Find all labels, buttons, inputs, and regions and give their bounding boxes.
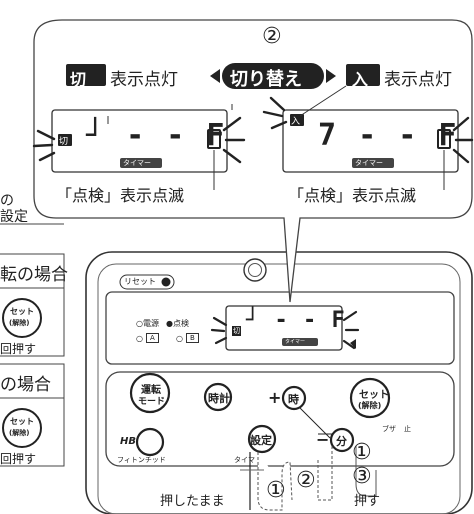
row2-button-line2: (解除) [9, 429, 30, 437]
led-a: ○ [136, 334, 143, 343]
left-display-blink-right [222, 116, 246, 164]
row2-button-line1: セット [10, 417, 34, 426]
switch-label: 切り替え [230, 69, 302, 90]
mode-button-shape [129, 372, 171, 414]
right-arrow [326, 69, 336, 83]
timer-small-label: タイマ [234, 456, 255, 464]
left-fragment-line2: 設定 [0, 209, 28, 225]
row1-button-line1: セット [10, 307, 34, 316]
right-display-icon: 入 [291, 117, 301, 127]
on-label: 表示点灯 [384, 70, 452, 90]
mode-button-line1[interactable]: 運転 [141, 385, 161, 396]
hour-button-shape [281, 385, 307, 411]
remote-lcd-blink-right [342, 310, 360, 350]
left-display-digits: ┘ - - F [86, 118, 227, 153]
left-fragment-line1: の [0, 193, 14, 209]
mode-button-line2[interactable]: モード [138, 397, 166, 407]
switch-pill [222, 63, 324, 89]
min-button[interactable]: 分 [336, 435, 347, 448]
set-button-line2[interactable]: (解除) [358, 401, 382, 410]
led-b: ○ [176, 334, 183, 343]
right-display-timer: タイマー [355, 159, 383, 167]
left-display-timer: タイマー [123, 159, 151, 167]
off-tag-box [66, 64, 106, 86]
right-display-blink-left [262, 96, 288, 130]
right-display-blink-right [452, 116, 474, 164]
row2-header: の場合 [0, 375, 51, 395]
settei-button[interactable]: 設定 [250, 434, 272, 447]
min-button-shape [329, 427, 355, 453]
stop-small-label: 止 [404, 425, 411, 433]
remote-display-digits: ┘ - - F [246, 308, 346, 333]
set-button-line1[interactable]: セット [359, 390, 389, 401]
remote-hole [243, 258, 267, 282]
hour-button[interactable]: 時 [288, 393, 299, 406]
step1-right-marker: ① [352, 440, 372, 465]
led-power: ○電源 [136, 319, 159, 328]
right-display-digits: 7 - - F [318, 118, 459, 153]
led-b-tag: B [186, 333, 199, 343]
step2-marker: ② [296, 468, 316, 493]
reset-label[interactable]: リセット [124, 277, 156, 286]
left-arrow [210, 69, 220, 83]
on-tag: 入 [352, 70, 369, 89]
row1-header: 転の場合 [0, 265, 68, 285]
on-tag-box [346, 64, 380, 86]
settei-button-shape [247, 424, 277, 454]
remote-display-icon: 切 [232, 326, 241, 336]
row1-button-line2: (解除) [9, 319, 30, 327]
row2-caption: 回押す [0, 452, 37, 466]
remote-lcd-blink-left [210, 316, 228, 345]
left-set-button-1-shape [2, 298, 42, 338]
phyton-label: フィトンチッド [117, 456, 166, 464]
step1-left-marker: ① [266, 478, 286, 503]
remote-display-timer: タイマー [285, 339, 306, 345]
remote-inner-border [97, 263, 461, 514]
left-display-blink-left [32, 129, 56, 162]
led-check: ●点検 [166, 319, 189, 328]
check-label-left: 「点検」表示点滅 [56, 186, 185, 205]
callout-bubble [33, 19, 473, 303]
check-label-right: 「点検」表示点滅 [288, 186, 417, 205]
hand-left-outline [257, 452, 293, 511]
callout-step-number: ② [262, 24, 282, 49]
buzzer-small-label: ブザ [382, 425, 396, 433]
plus-sign: + [268, 388, 282, 407]
led-a-tag: A [146, 333, 159, 343]
hold-label: 押したまま [160, 494, 225, 509]
off-label: 表示点灯 [110, 70, 178, 90]
step3-marker: ③ [352, 464, 372, 489]
push-label: 押す [354, 494, 381, 509]
off-tag: 切 [70, 70, 87, 89]
hb-label: HB [120, 436, 136, 447]
reset-pill [119, 274, 175, 290]
clock-button[interactable]: 時計 [208, 392, 230, 405]
phyton-button-shape [135, 427, 165, 457]
minus-sign: − [316, 430, 330, 449]
set-button-shape [349, 377, 391, 419]
clock-button-shape [203, 382, 233, 412]
left-set-button-2-shape [2, 408, 42, 448]
row1-caption: 回押す [0, 342, 37, 356]
left-display-icon: 切 [59, 137, 69, 147]
